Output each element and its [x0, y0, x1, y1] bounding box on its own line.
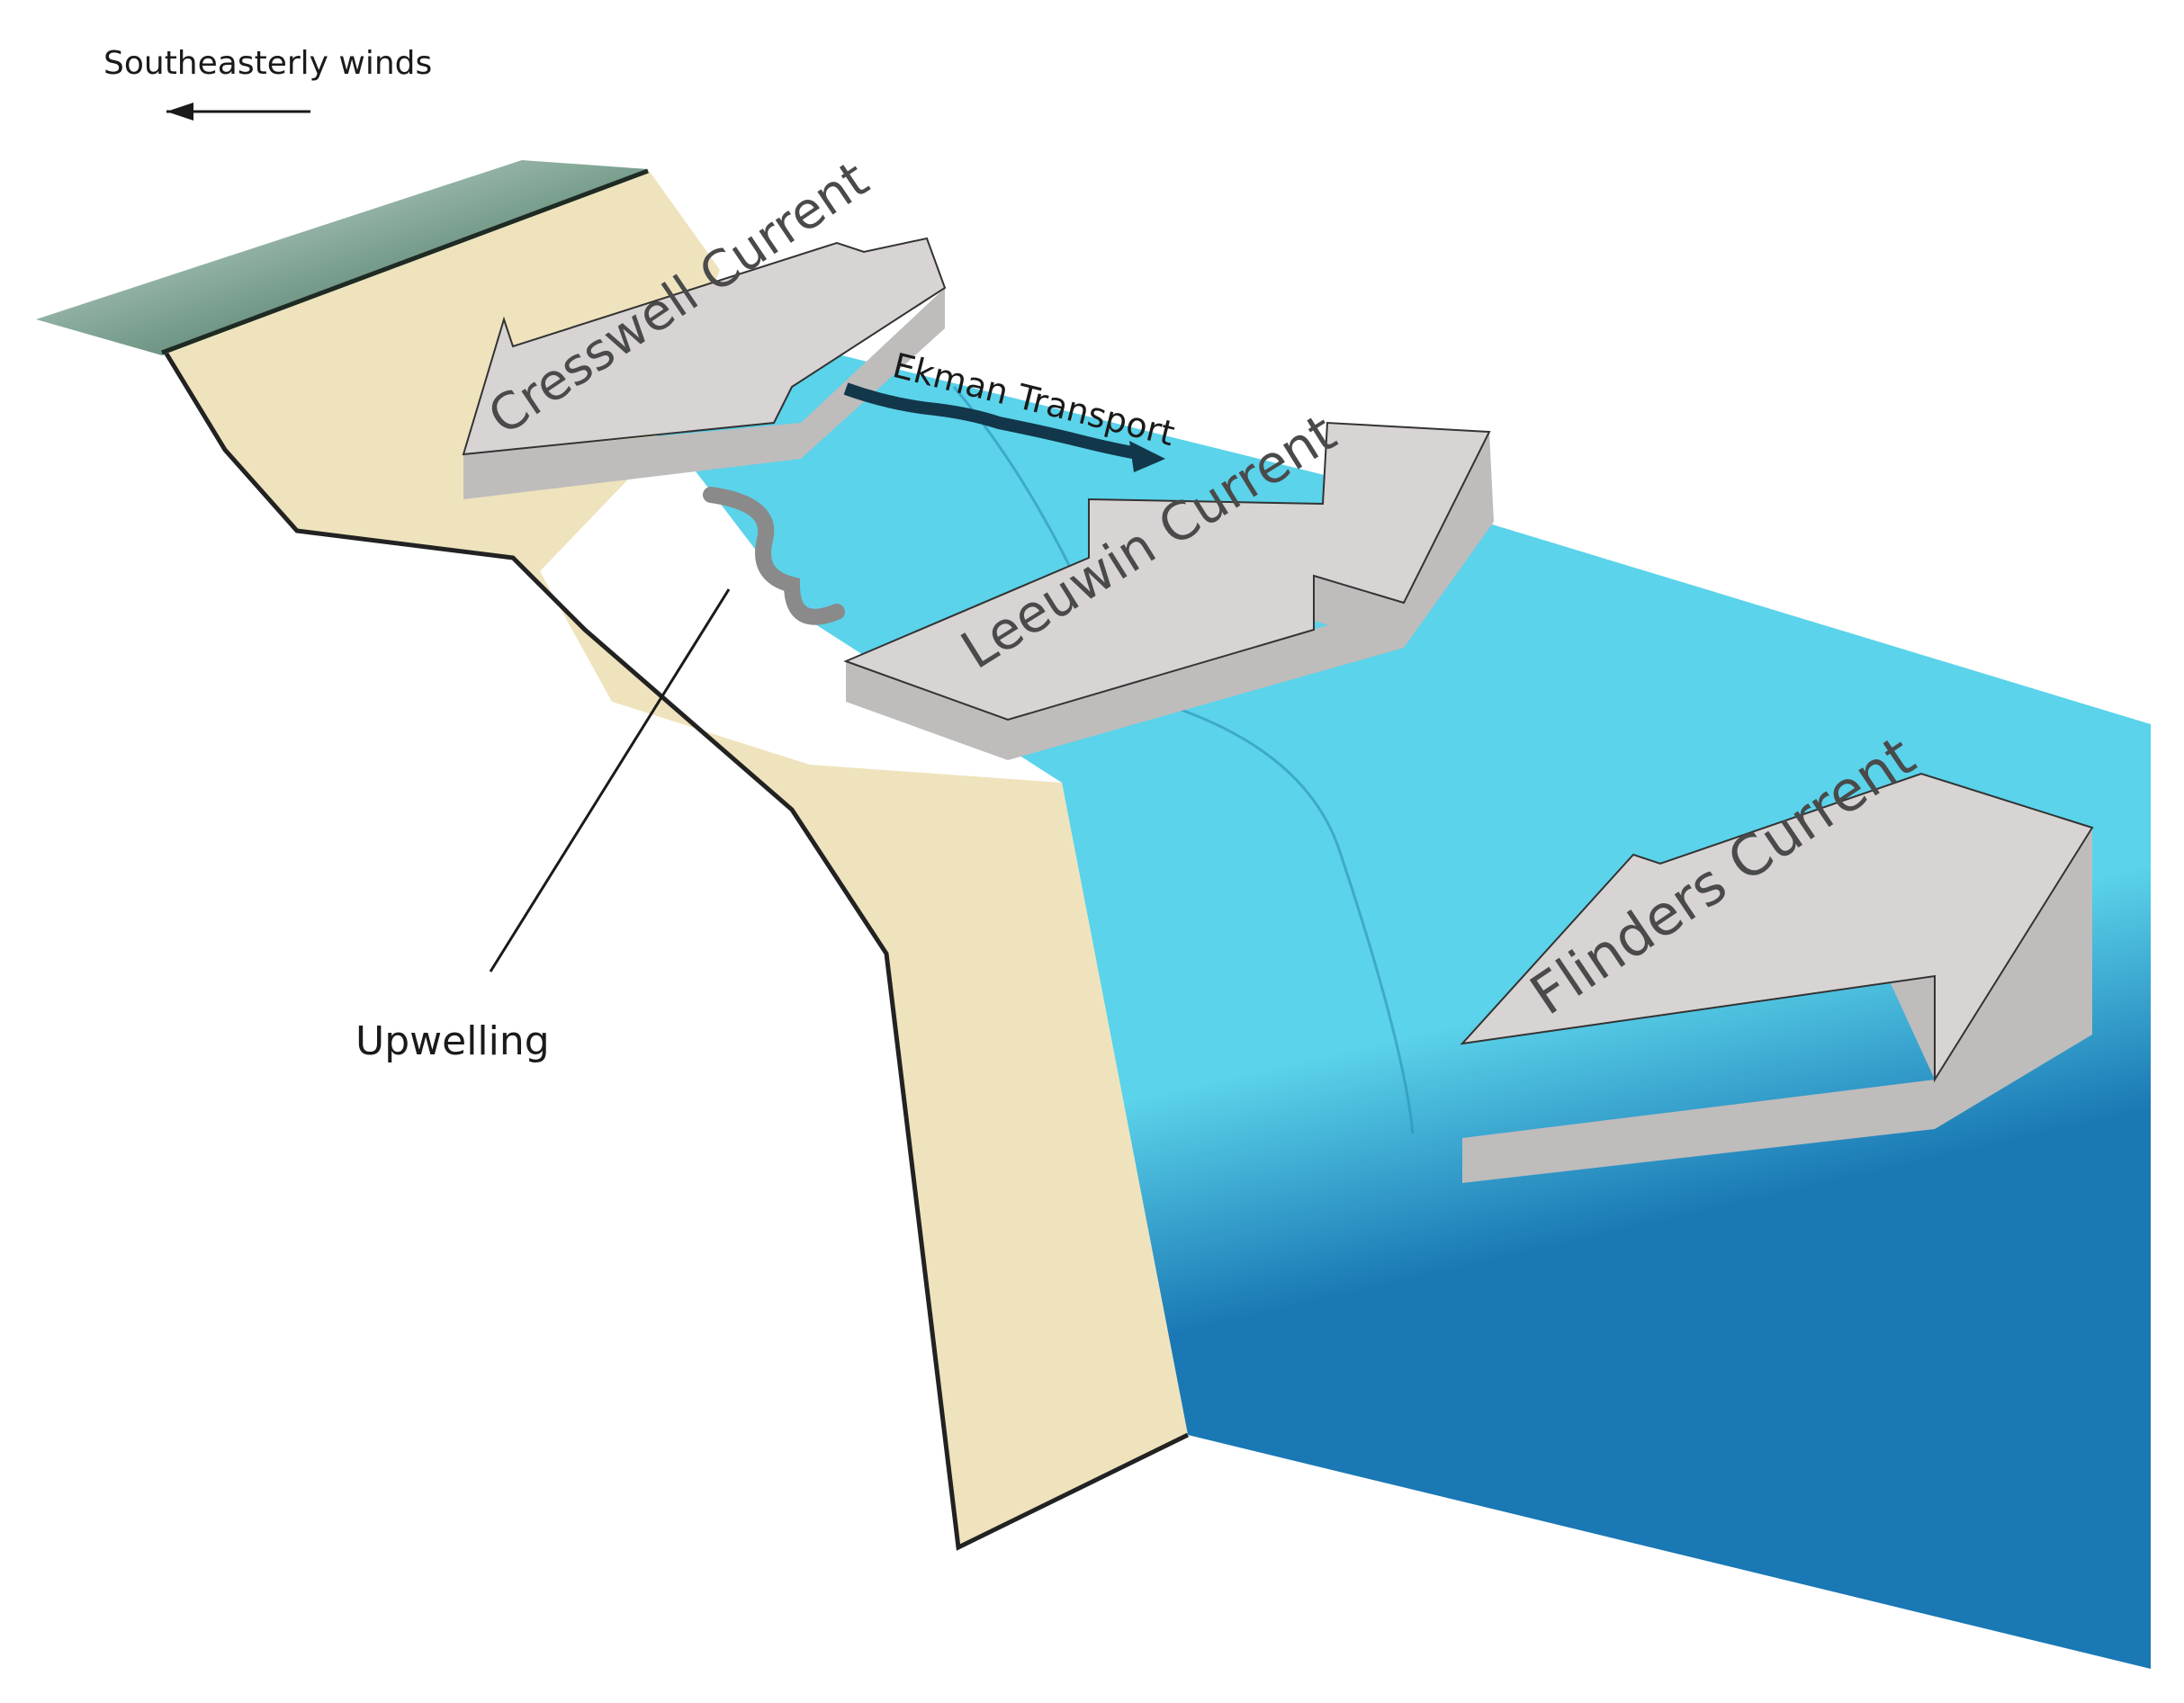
seafloor-outline	[159, 345, 1190, 1551]
southeasterly-winds-label: Southeasterly winds	[103, 45, 432, 82]
slope-contour	[952, 386, 1415, 1134]
continental-shelf	[162, 169, 1188, 1547]
wind-direction-arrow	[166, 103, 310, 121]
upwelling-arrow	[703, 487, 845, 625]
coastline	[36, 160, 648, 355]
upwelling-leader-line	[489, 588, 731, 973]
upwelling-label: Upwelling	[355, 1018, 550, 1064]
ekman-transport-arrow	[843, 382, 1165, 472]
coast-edge	[161, 168, 649, 355]
